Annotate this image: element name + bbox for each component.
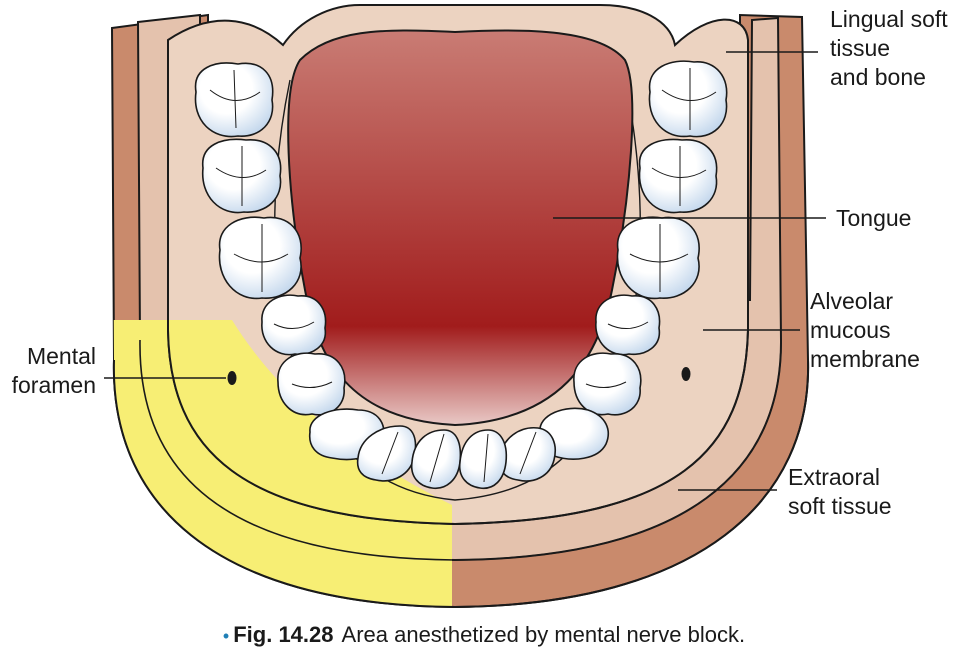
label-mental-foramen: Mental foramen xyxy=(12,342,96,400)
label-alveolar-line-1: Alveolar xyxy=(810,288,894,314)
label-tongue: Tongue xyxy=(836,204,911,233)
label-lingual-line-2: tissue xyxy=(830,35,891,61)
caption-figure-number: Fig. 14.28 xyxy=(233,622,334,647)
tooth-molar-r3 xyxy=(616,216,700,300)
tooth-molar-l1 xyxy=(194,62,274,138)
label-mental-line-1: Mental xyxy=(26,343,96,369)
caption-bullet: • xyxy=(222,626,230,646)
label-lingual-line-1: Lingual soft xyxy=(830,6,948,32)
mental-foramen-left xyxy=(227,371,237,385)
label-alveolar-line-3: membrane xyxy=(810,346,920,372)
label-alveolar-mucous-membrane: Alveolar mucous membrane xyxy=(810,287,920,374)
lingual-outline xyxy=(167,40,749,526)
teeth-right xyxy=(458,60,728,489)
label-lingual-line-3: and bone xyxy=(830,64,926,90)
label-extraoral-line-1: Extraoral xyxy=(788,464,881,490)
mental-foramen-right xyxy=(681,367,691,381)
caption-text: Area anesthetized by mental nerve block. xyxy=(341,622,746,647)
label-alveolar-line-2: mucous xyxy=(810,317,891,343)
tooth-premolar-r2 xyxy=(573,352,642,416)
label-mental-line-2: foramen xyxy=(11,372,96,398)
label-tongue-text: Tongue xyxy=(836,205,912,231)
tooth-premolar-l1 xyxy=(261,294,327,356)
tooth-molar-r2 xyxy=(638,138,718,214)
figure-caption: •Fig. 14.28 Area anesthetized by mental n… xyxy=(0,622,968,648)
tooth-details xyxy=(209,68,717,483)
leader-lines xyxy=(104,51,826,491)
label-extraoral-soft-tissue: Extraoral soft tissue xyxy=(788,463,892,521)
label-lingual-soft-tissue: Lingual soft tissue and bone xyxy=(830,5,948,92)
tooth-molar-l3 xyxy=(218,216,302,300)
mandible-outline xyxy=(112,359,810,609)
tooth-incisor-r1 xyxy=(458,429,508,489)
alveolar-outline xyxy=(139,339,782,561)
label-extraoral-line-2: soft tissue xyxy=(788,493,892,519)
tooth-premolar-r1 xyxy=(595,294,661,356)
tooth-molar-r1 xyxy=(648,60,728,138)
tooth-premolar-l2 xyxy=(277,352,346,416)
